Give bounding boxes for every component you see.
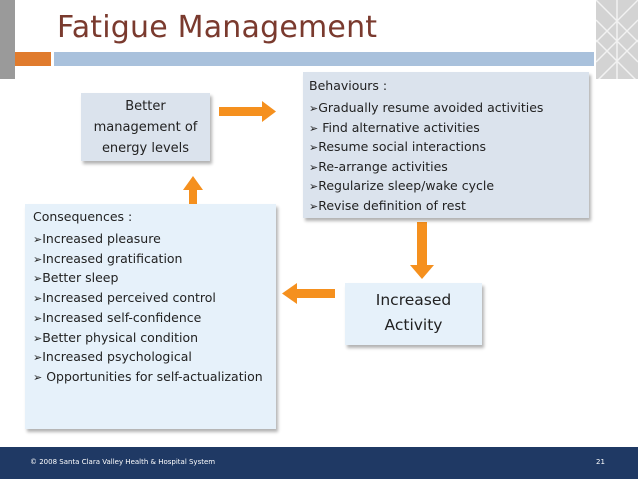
energy-management-box: Better management of energy levels [81, 93, 210, 161]
header-bar-orange [15, 52, 51, 66]
check-arrow-icon: ➢ [309, 199, 319, 213]
list-item: ➢Better physical condition [33, 329, 199, 345]
diamond-pattern-icon [596, 0, 638, 79]
check-arrow-icon: ➢ [33, 370, 43, 384]
header-bar-blue [54, 52, 594, 66]
check-arrow-icon: ➢ [33, 311, 43, 325]
list-item: ➢Increased psychological [33, 349, 192, 365]
check-arrow-icon: ➢ [309, 180, 319, 193]
energy-box-line: energy levels [101, 141, 190, 156]
check-arrow-icon: ➢ [33, 252, 43, 266]
diagram-arrows [183, 101, 434, 304]
list-item: ➢Revise definition of rest [309, 197, 466, 213]
header-decoration [596, 0, 638, 79]
list-item: ➢Gradually resume avoided activities [309, 100, 544, 115]
check-arrow-icon: ➢ [33, 272, 43, 286]
list-item: ➢Increased pleasure [33, 231, 161, 246]
page-number: 21 [596, 458, 605, 466]
list-item: ➢Better sleep [33, 270, 119, 286]
arrow-behaviours-to-activity [410, 222, 434, 279]
list-item: ➢Regularize sleep/wake cycle [309, 178, 495, 193]
check-arrow-icon: ➢ [33, 351, 43, 365]
arrow-energy-to-behaviours [219, 101, 276, 122]
arrow-consequences-to-energy [183, 176, 203, 214]
energy-box-line: management of [93, 120, 198, 135]
behaviours-box: Behaviours : ➢Gradually resume avoided a… [303, 72, 589, 218]
list-item: ➢Increased gratification [33, 250, 183, 266]
arrow-activity-to-consequences [282, 283, 335, 304]
footer-copyright: © 2008 Santa Clara Valley Health & Hospi… [30, 458, 216, 466]
check-arrow-icon: ➢ [33, 331, 43, 345]
check-arrow-icon: ➢ [33, 292, 43, 306]
activity-box-line: Increased [375, 291, 452, 309]
list-item: ➢Increased self-confidence [33, 309, 202, 325]
consequences-box: Consequences : ➢Increased pleasure ➢Incr… [25, 204, 276, 429]
list-item: ➢Resume social interactions [309, 139, 487, 154]
check-arrow-icon: ➢ [309, 160, 319, 174]
check-arrow-icon: ➢ [309, 121, 319, 135]
activity-box-line: Activity [384, 316, 443, 334]
check-arrow-icon: ➢ [309, 102, 319, 115]
increased-activity-box: Increased Activity [345, 283, 482, 345]
check-arrow-icon: ➢ [309, 141, 319, 154]
check-arrow-icon: ➢ [33, 233, 43, 246]
energy-box-line: Better [125, 99, 166, 114]
slide-title: Fatigue Management [57, 10, 378, 45]
list-item: ➢ Opportunities for self-actualization [33, 368, 263, 384]
consequences-heading: Consequences : [33, 209, 133, 224]
list-item: ➢ Find alternative activities [309, 119, 480, 135]
behaviours-heading: Behaviours : [309, 78, 388, 93]
footer-bar [0, 447, 638, 479]
list-item: ➢Re-arrange activities [309, 158, 448, 174]
header-left-accent [0, 0, 15, 79]
list-item: ➢Increased perceived control [33, 290, 216, 306]
